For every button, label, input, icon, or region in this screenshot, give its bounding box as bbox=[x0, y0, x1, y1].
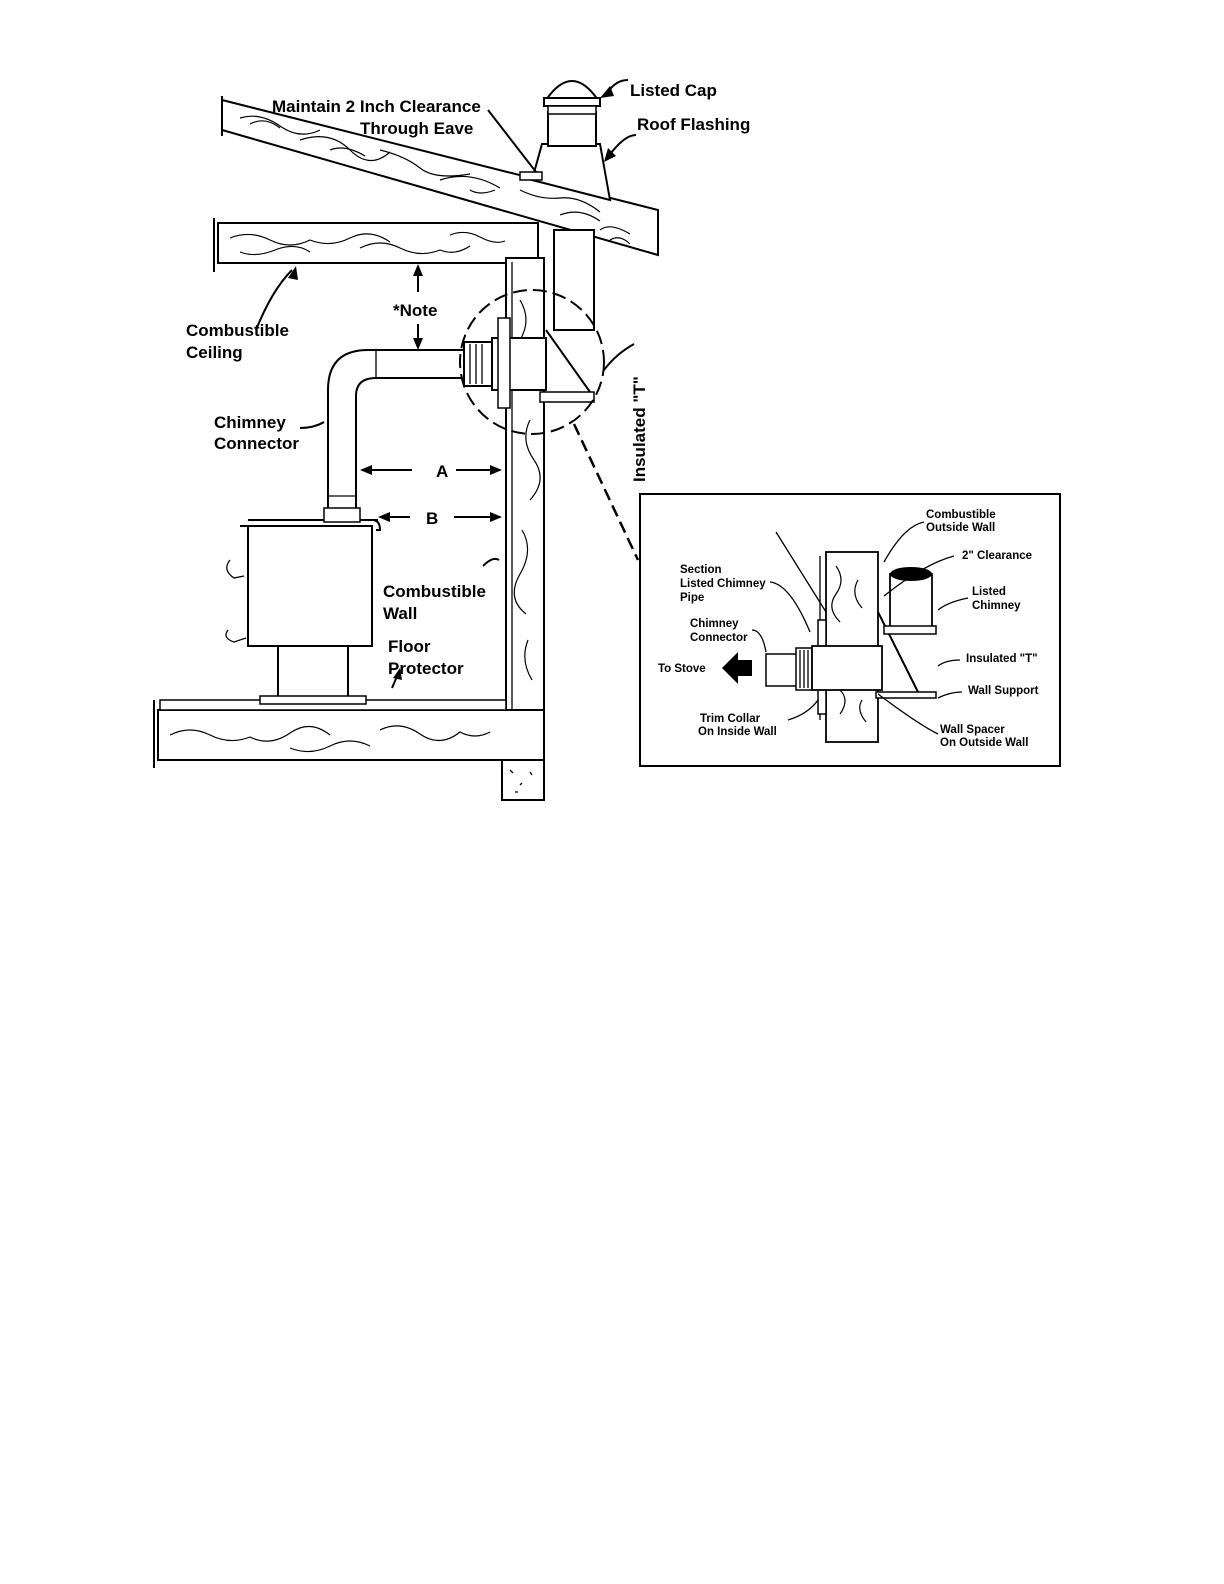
note-label: *Note bbox=[393, 301, 437, 320]
inset-section-1: Section bbox=[680, 564, 722, 576]
combustible-wall-label-2: Wall bbox=[383, 604, 417, 623]
dimension-a-label: A bbox=[436, 462, 448, 481]
inset-chimney-connector-1: Chimney bbox=[690, 618, 739, 630]
inset-insulated-t: Insulated "T" bbox=[966, 653, 1038, 665]
dimension-a bbox=[360, 465, 502, 475]
chimney-connector-label-1: Chimney bbox=[214, 413, 286, 432]
inset-wall-spacer-1: Wall Spacer bbox=[940, 724, 1005, 736]
leader-lines bbox=[255, 79, 637, 689]
detail-leader-line bbox=[572, 423, 640, 561]
inset-trim-collar-1: Trim Collar bbox=[700, 713, 761, 725]
main-labels: Listed Cap Roof Flashing Maintain 2 Inch… bbox=[186, 81, 750, 678]
inset-chimney-connector-2: Connector bbox=[690, 632, 748, 644]
chimney-connector-label-2: Connector bbox=[214, 434, 299, 453]
inset-wall-support: Wall Support bbox=[968, 685, 1039, 697]
inset-wall-spacer-2: On Outside Wall bbox=[940, 737, 1028, 749]
clearance-label-line2: Through Eave bbox=[360, 119, 473, 138]
detail-inset bbox=[639, 493, 1061, 767]
combustible-ceiling-label-1: Combustible bbox=[186, 321, 289, 340]
detail-inset-labels: Combustible Outside Wall 2" Clearance Se… bbox=[658, 509, 1039, 749]
roof-eave bbox=[221, 96, 659, 257]
combustible-ceiling-label-2: Ceiling bbox=[186, 343, 243, 362]
inset-combustible-outside-wall-1: Combustible bbox=[926, 509, 996, 521]
inset-trim-collar-2: On Inside Wall bbox=[698, 726, 777, 738]
wood-stove bbox=[225, 507, 382, 705]
dimension-b bbox=[378, 512, 502, 522]
inset-combustible-outside-wall-2: Outside Wall bbox=[926, 522, 995, 534]
inset-2in-clearance: 2" Clearance bbox=[962, 550, 1032, 562]
combustible-ceiling bbox=[213, 218, 539, 272]
chimney-connector-pipe bbox=[327, 341, 493, 508]
listed-cap-label: Listed Cap bbox=[630, 81, 717, 100]
floor-protector-label-2: Protector bbox=[388, 659, 464, 678]
inset-section-2: Listed Chimney bbox=[680, 578, 766, 590]
inset-section-3: Pipe bbox=[680, 592, 704, 604]
detail-callout-circle bbox=[459, 289, 605, 435]
insulated-t-label: Insulated "T" bbox=[630, 376, 649, 482]
clearance-label-line1: Maintain 2 Inch Clearance bbox=[272, 97, 481, 116]
wall-pass-through bbox=[491, 317, 595, 409]
combustible-wall-label-1: Combustible bbox=[383, 582, 486, 601]
note-dimension bbox=[413, 264, 423, 350]
inset-to-stove: To Stove bbox=[658, 663, 706, 675]
floor-protector-label-1: Floor bbox=[388, 637, 431, 656]
dimension-b-label: B bbox=[426, 509, 438, 528]
exterior-chimney bbox=[519, 80, 612, 331]
floor bbox=[153, 699, 545, 801]
inset-listed-chimney-1: Listed bbox=[972, 586, 1006, 598]
inset-listed-chimney-2: Chimney bbox=[972, 600, 1021, 612]
roof-flashing-label: Roof Flashing bbox=[637, 115, 750, 134]
